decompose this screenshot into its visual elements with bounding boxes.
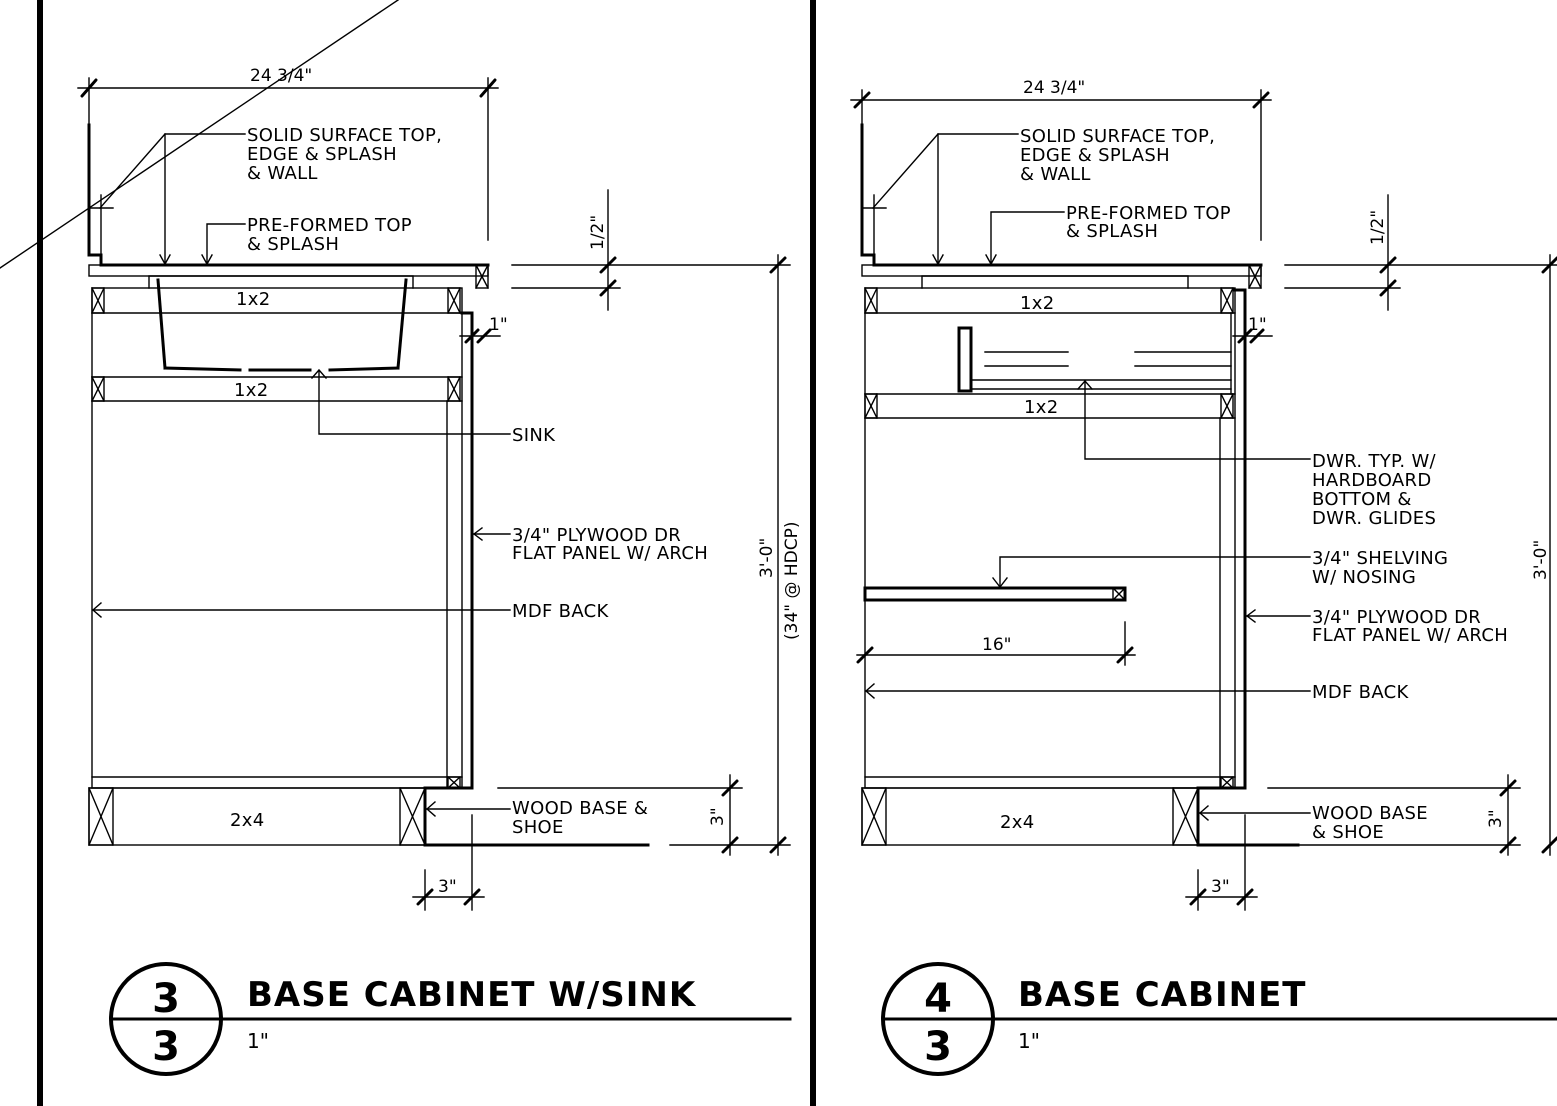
sink-bowl — [148, 275, 414, 289]
toe-kick-label: 2x4 — [230, 810, 264, 831]
detail-base-cabinet-sink: 1x2 1x2 2x4 24 3/4" 1/2" 1" 3'-0" (34" @… — [77, 66, 802, 1076]
label-wood-base: WOOD BASE & SHOE — [512, 798, 654, 838]
rail-mid-label: 1x2 — [234, 380, 268, 401]
dim-height-label: 3'-0" — [757, 538, 777, 578]
label-preformed-top: PRE-FORMED TOP & SPLASH — [247, 215, 418, 255]
dim-side-label: 1" — [489, 315, 508, 335]
dim-base-width-label: 3" — [1211, 877, 1230, 897]
detail-number: 3 — [152, 976, 180, 1022]
dim-top-label: 1/2" — [1368, 210, 1388, 245]
detail-title: BASE CABINET W/SINK — [247, 975, 697, 1015]
wall-splash — [860, 123, 876, 267]
detail-title: BASE CABINET — [1018, 975, 1306, 1015]
dim-base-height-label: 3" — [1486, 809, 1506, 828]
label-preformed-top: PRE-FORMED TOP & SPLASH — [1066, 203, 1237, 242]
sheet-number: 3 — [152, 1024, 180, 1070]
toe-kick-label: 2x4 — [1000, 812, 1034, 833]
detail-scale: 1" — [1018, 1029, 1040, 1053]
label-sink: SINK — [512, 425, 556, 446]
label-shelving: 3/4" SHELVING W/ NOSING — [1312, 548, 1454, 588]
label-door: 3/4" PLYWOOD DR FLAT PANEL W/ ARCH — [1312, 607, 1508, 646]
title-block-4: 4 3 BASE CABINET 1" — [881, 962, 1557, 1076]
dim-width-label: 24 3/4" — [1023, 78, 1085, 98]
dim-side-label: 1" — [1248, 315, 1267, 335]
label-door: 3/4" PLYWOOD DR FLAT PANEL W/ ARCH — [512, 525, 708, 564]
door-panel — [423, 311, 650, 847]
drawer-front — [957, 326, 973, 393]
rail-top-label: 1x2 — [1020, 293, 1054, 314]
dim-height-label: 3'-0" — [1531, 540, 1551, 580]
sheet-number: 3 — [924, 1024, 952, 1070]
cabinet-box — [91, 287, 463, 789]
detail-number: 4 — [924, 976, 952, 1022]
title-block-3: 3 3 BASE CABINET W/SINK 1" — [109, 962, 792, 1076]
label-wood-base: WOOD BASE & SHOE — [1312, 803, 1434, 843]
label-drawer: DWR. TYP. W/ HARDBOARD BOTTOM & DWR. GLI… — [1312, 451, 1442, 529]
door-panel — [1196, 288, 1300, 847]
dim-height-note: (34" @ HDCP) — [782, 521, 802, 640]
dim-width-label: 24 3/4" — [250, 66, 312, 86]
label-solid-surface: SOLID SURFACE TOP, EDGE & SPLASH & WALL — [1020, 126, 1221, 185]
dim-shelf-label: 16" — [982, 635, 1011, 655]
dim-base-width-label: 3" — [438, 877, 457, 897]
shelf — [863, 586, 1127, 602]
wall-splash — [87, 123, 103, 267]
detail-base-cabinet: 1x2 1x2 2x4 24 3/4" 1/2" 1" 3'-0" 16" — [850, 78, 1557, 1076]
dim-base-height-label: 3" — [708, 807, 728, 826]
rail-top-label: 1x2 — [236, 289, 270, 310]
rail-mid-label: 1x2 — [1024, 397, 1058, 418]
cabinet-box — [864, 287, 1236, 789]
dim-top-label: 1/2" — [588, 215, 608, 250]
label-solid-surface: SOLID SURFACE TOP, EDGE & SPLASH & WALL — [247, 125, 448, 184]
label-mdf-back: MDF BACK — [1312, 682, 1409, 703]
label-mdf-back: MDF BACK — [512, 601, 609, 622]
detail-scale: 1" — [247, 1029, 269, 1053]
